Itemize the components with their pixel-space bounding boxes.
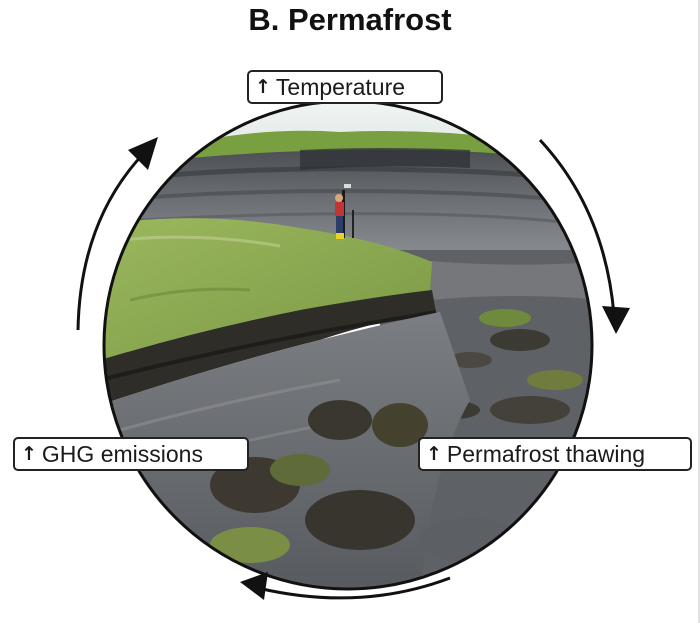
up-arrow-icon: ↑ <box>255 75 271 98</box>
arrow-head-bottom <box>240 572 268 600</box>
ghg-emissions-label: ↑ GHG emissions <box>13 437 249 471</box>
permafrost-photo <box>104 101 592 589</box>
arrow-temperature-to-thawing <box>538 138 616 316</box>
up-arrow-icon: ↑ <box>21 442 37 465</box>
up-arrow-icon: ↑ <box>426 442 442 465</box>
arrow-ghg-to-temperature <box>76 150 147 331</box>
cycle-arrows <box>76 138 616 600</box>
arrow-heads <box>128 137 630 600</box>
frame-edge <box>698 0 700 623</box>
arrow-head-right <box>602 306 630 334</box>
temperature-label-text: Temperature <box>275 73 406 100</box>
arrow-head-top-left <box>128 137 158 170</box>
temperature-label: ↑ Temperature <box>247 70 443 104</box>
permafrost-thawing-label-text: Permafrost thawing <box>446 440 646 467</box>
figure-title: B. Permafrost <box>248 2 452 37</box>
arrow-thawing-to-ghg <box>257 576 451 600</box>
ghg-emissions-label-text: GHG emissions <box>41 440 203 467</box>
permafrost-thawing-label: ↑ Permafrost thawing <box>418 437 692 471</box>
